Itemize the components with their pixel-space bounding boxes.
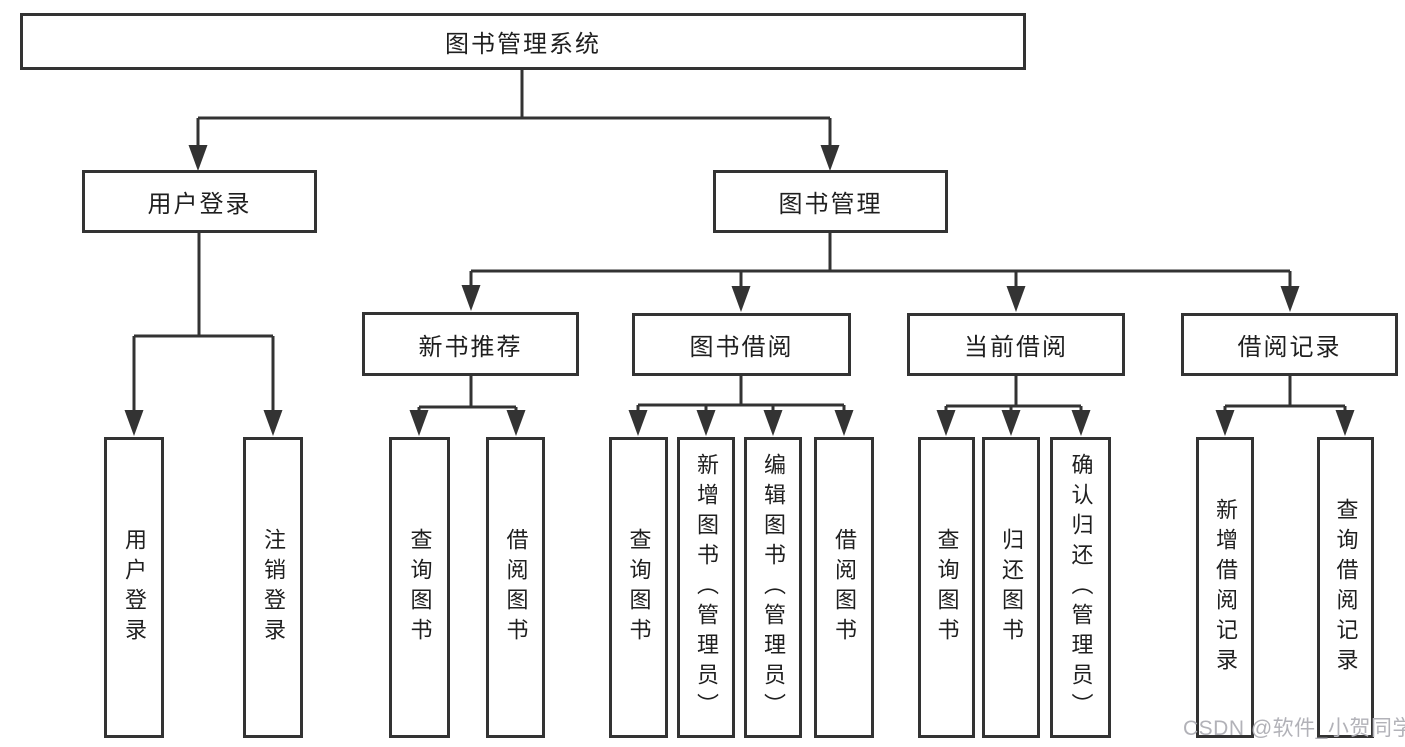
- arrow-down-icon: [1071, 410, 1091, 436]
- arrow-down-icon: [628, 410, 648, 436]
- node-current-borrowing: 当前借阅: [907, 313, 1125, 376]
- node-root: 图书管理系统: [20, 13, 1026, 70]
- arrow-down-icon: [263, 410, 283, 436]
- arrow-down-icon: [1215, 410, 1235, 436]
- node-query-borrow-record: 查询借阅记录: [1317, 437, 1374, 738]
- arrow-down-icon: [409, 410, 429, 436]
- node-user-login-leaf: 用户登录: [104, 437, 164, 738]
- node-query-books-current: 查询图书: [918, 437, 975, 738]
- arrow-down-icon: [936, 410, 956, 436]
- arrow-down-icon: [820, 145, 840, 171]
- arrow-down-icon: [124, 410, 144, 436]
- node-return-books: 归还图书: [982, 437, 1040, 738]
- arrow-down-icon: [1001, 410, 1021, 436]
- node-book-borrowing: 图书借阅: [632, 313, 851, 376]
- node-logout-leaf: 注销登录: [243, 437, 303, 738]
- node-query-books-borrowing: 查询图书: [609, 437, 668, 738]
- watermark: CSDN @软件_小贺同学: [1183, 717, 1405, 740]
- arrow-down-icon: [1280, 286, 1300, 312]
- node-add-borrow-record: 新增借阅记录: [1196, 437, 1254, 738]
- node-add-books-admin: 新增图书（管理员）: [677, 437, 735, 738]
- node-borrow-books-recommend: 借阅图书: [486, 437, 545, 738]
- node-confirm-return-admin: 确认归还（管理员）: [1050, 437, 1111, 738]
- node-borrowing-records: 借阅记录: [1181, 313, 1398, 376]
- arrow-down-icon: [834, 410, 854, 436]
- arrow-down-icon: [188, 145, 208, 171]
- arrow-down-icon: [763, 410, 783, 436]
- arrow-down-icon: [1335, 410, 1355, 436]
- arrow-down-icon: [461, 285, 481, 311]
- node-book-management: 图书管理: [713, 170, 948, 233]
- node-query-books-recommend: 查询图书: [389, 437, 450, 738]
- node-edit-books-admin: 编辑图书（管理员）: [744, 437, 802, 738]
- arrow-down-icon: [506, 410, 526, 436]
- node-new-book-recommend: 新书推荐: [362, 312, 579, 376]
- arrow-down-icon: [696, 410, 716, 436]
- node-borrow-books-borrowing: 借阅图书: [814, 437, 874, 738]
- node-user-login: 用户登录: [82, 170, 317, 233]
- arrow-down-icon: [731, 286, 751, 312]
- arrow-down-icon: [1006, 286, 1026, 312]
